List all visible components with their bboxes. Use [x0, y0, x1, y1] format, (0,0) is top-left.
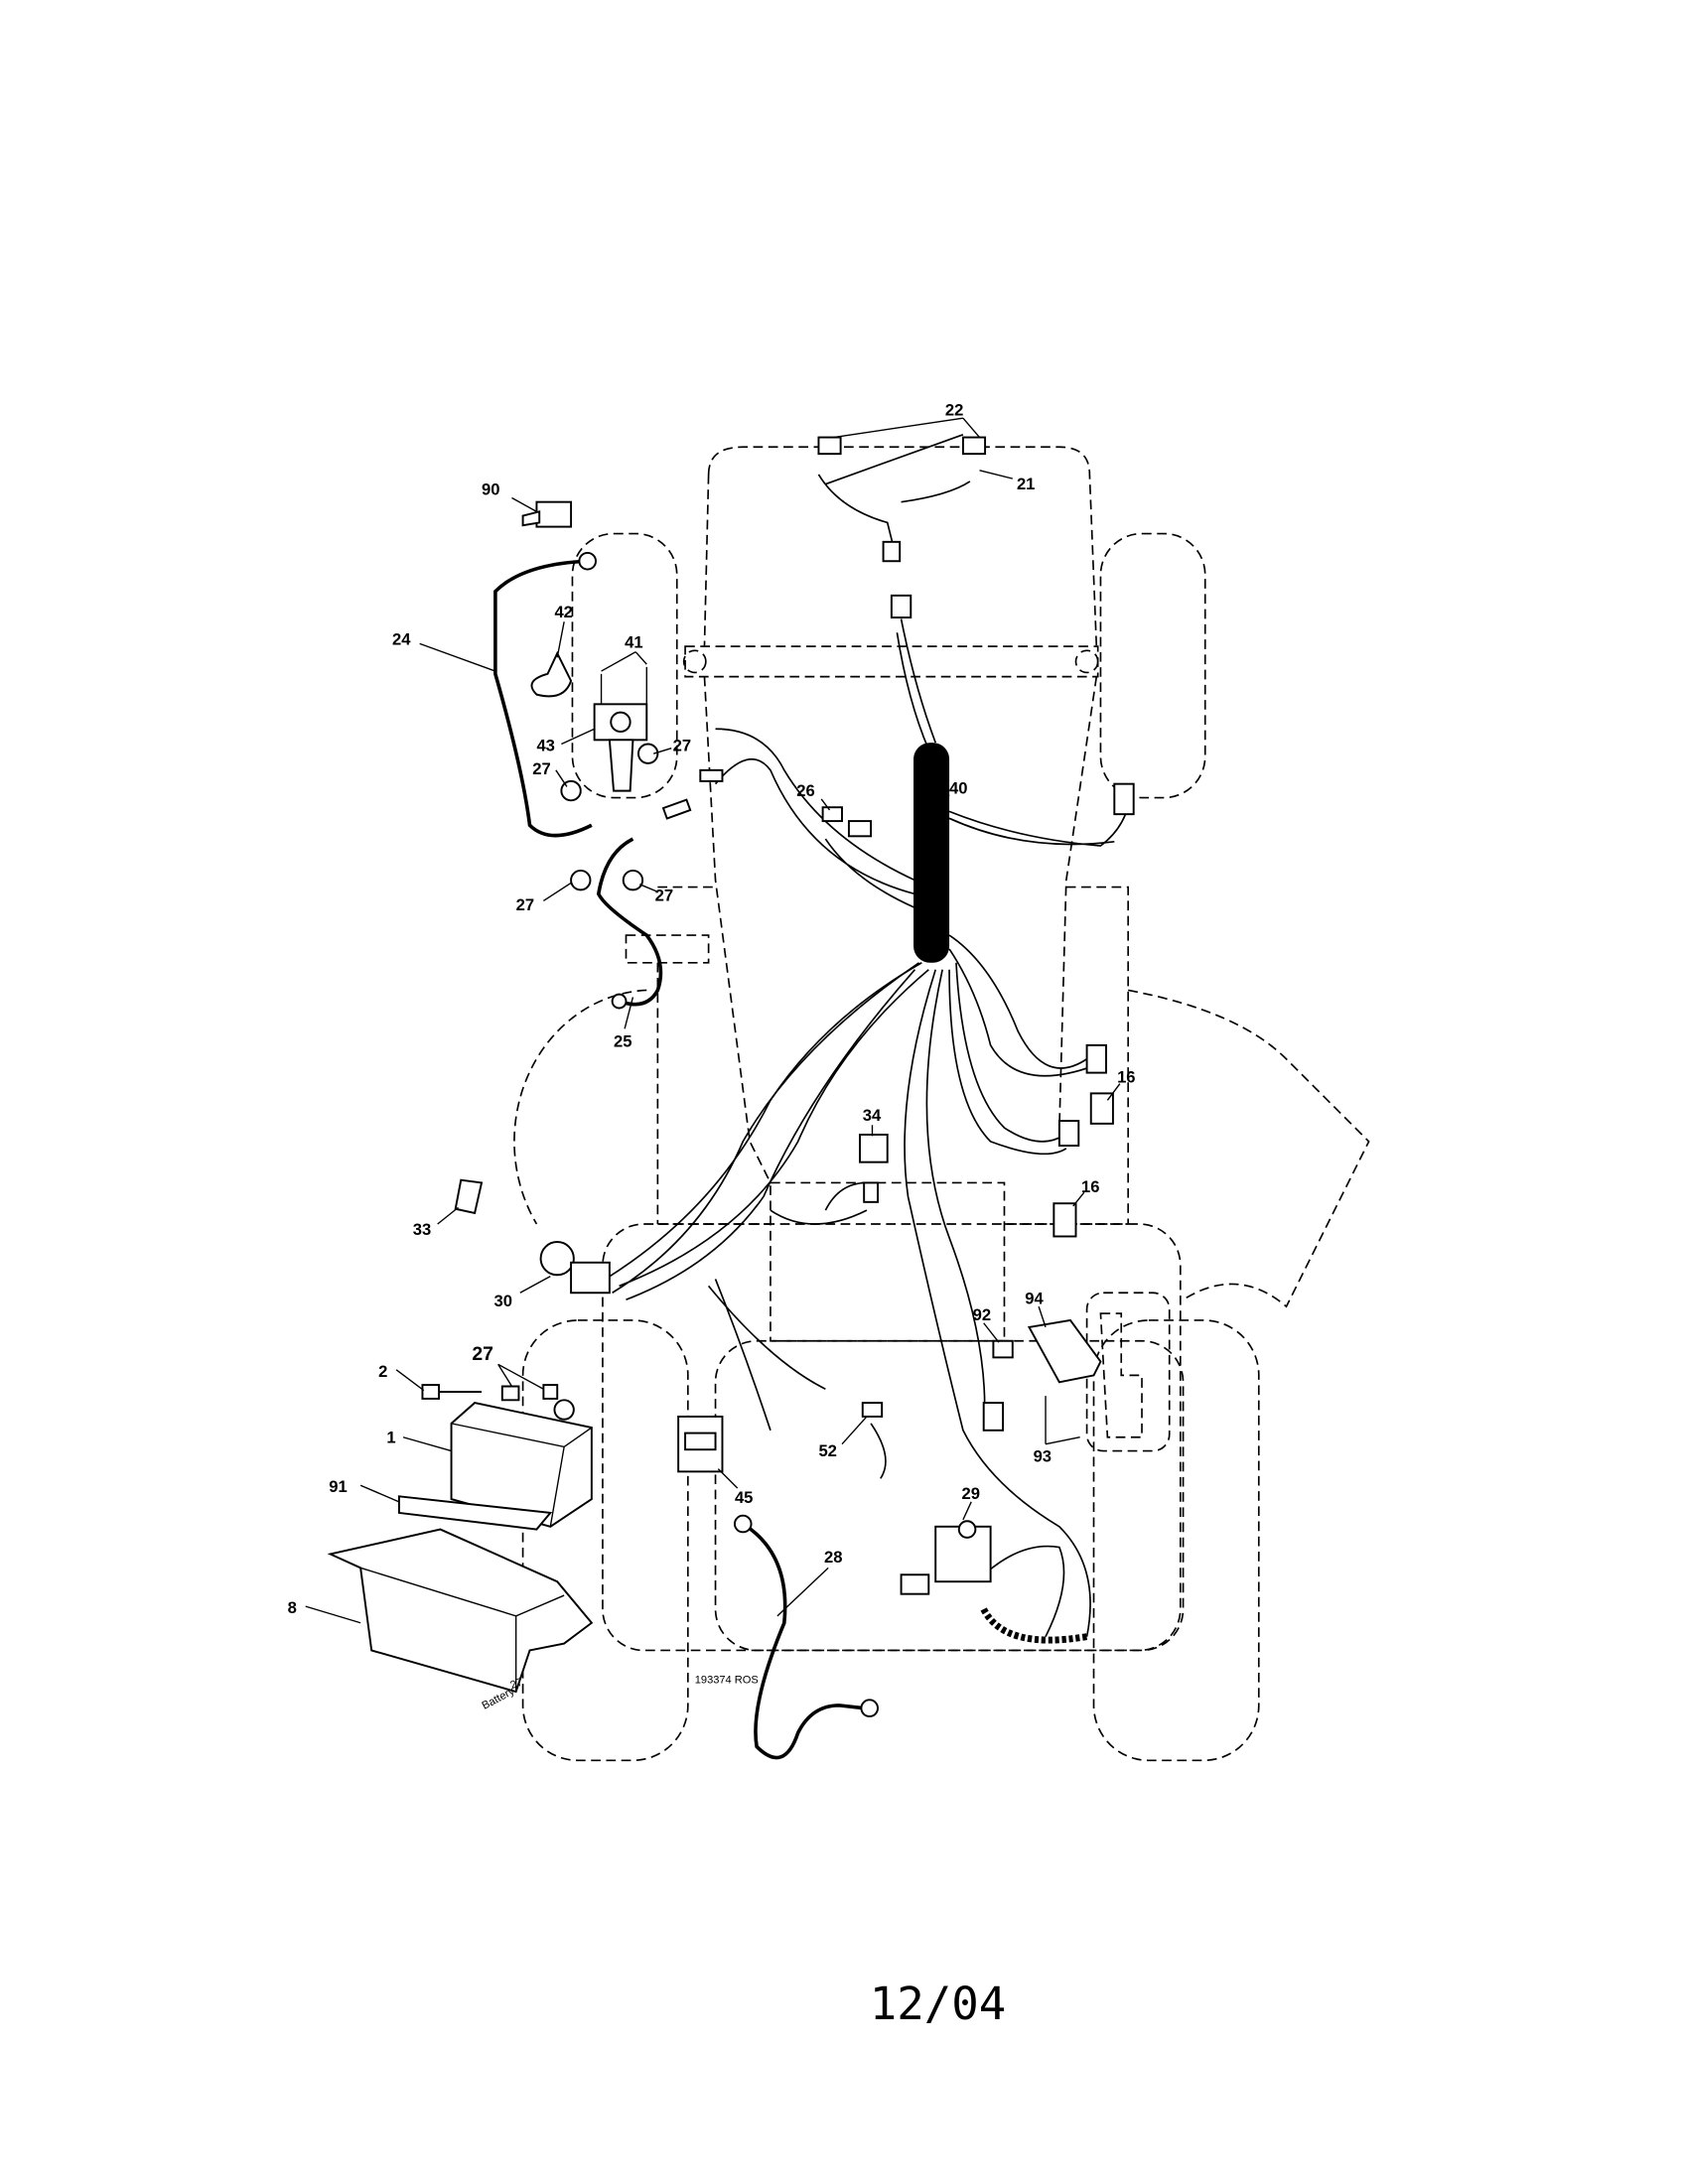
part-33-key: [454, 1178, 484, 1215]
leader-lines: [305, 417, 1121, 1624]
callout-41: 41: [625, 633, 642, 652]
part-8-battery-tray: [327, 1528, 594, 1694]
part-34-switch: [859, 1133, 889, 1163]
part-42-cover: [530, 650, 573, 698]
callout-27: 27: [516, 895, 534, 914]
callout-42: 42: [554, 603, 572, 621]
part-30-ignition: [539, 1241, 575, 1277]
part-90-regulator: [535, 500, 573, 528]
part-16-switch: [1089, 1092, 1114, 1125]
cable-25: [596, 837, 663, 1007]
callout-27: 27: [472, 1343, 493, 1365]
callout-34: 34: [863, 1106, 882, 1125]
callout-1: 1: [386, 1428, 395, 1446]
part-94: [1027, 1318, 1102, 1384]
cable-28: [742, 1522, 865, 1760]
callout-8: 8: [288, 1598, 297, 1617]
revision-date: 12/04: [870, 1978, 1007, 2030]
callout-45: 45: [735, 1488, 753, 1507]
callout-30: 30: [493, 1292, 511, 1310]
parts: [327, 436, 1135, 1694]
callout-21: 21: [1017, 475, 1035, 493]
part-22-bulb: [817, 436, 842, 456]
callout-93: 93: [1034, 1447, 1052, 1466]
callout-27: 27: [655, 886, 673, 904]
harness-loom-40: [913, 743, 950, 963]
callout-24: 24: [392, 630, 411, 649]
callout-94: 94: [1025, 1289, 1044, 1307]
callout-52: 52: [818, 1441, 836, 1460]
part-92: [992, 1339, 1014, 1359]
callout-25: 25: [614, 1031, 632, 1050]
wiring-harness: [605, 434, 1132, 1644]
part-91-strap: [397, 1495, 553, 1531]
callout-28: 28: [824, 1548, 842, 1567]
drawing-number: 193374 ROS: [695, 1675, 759, 1687]
callout-40: 40: [949, 778, 967, 797]
part-1-battery: [450, 1402, 593, 1528]
callout-29: 29: [962, 1484, 980, 1503]
callout-labels: 22 21 90 42 41 24 43 27 27 26 40 27 27 2…: [288, 400, 1136, 2029]
callout-22: 22: [945, 400, 963, 419]
callout-2: 2: [378, 1362, 387, 1381]
part-16-switch: [1052, 1202, 1077, 1238]
cables: [493, 551, 879, 1760]
callout-91: 91: [329, 1477, 347, 1496]
part-52: [861, 1402, 884, 1418]
callout-26: 26: [796, 781, 814, 800]
callout-90: 90: [482, 480, 499, 499]
cable-24: [493, 559, 593, 838]
callout-16: 16: [1081, 1177, 1099, 1196]
part-22-bulb: [961, 436, 987, 456]
callout-27: 27: [532, 759, 550, 778]
callout-16: 16: [1117, 1067, 1135, 1086]
callout-43: 43: [536, 736, 554, 754]
callout-92: 92: [973, 1305, 991, 1324]
battery-ref: 27: [508, 1677, 524, 1692]
callout-27: 27: [673, 736, 691, 754]
callout-33: 33: [413, 1220, 431, 1239]
